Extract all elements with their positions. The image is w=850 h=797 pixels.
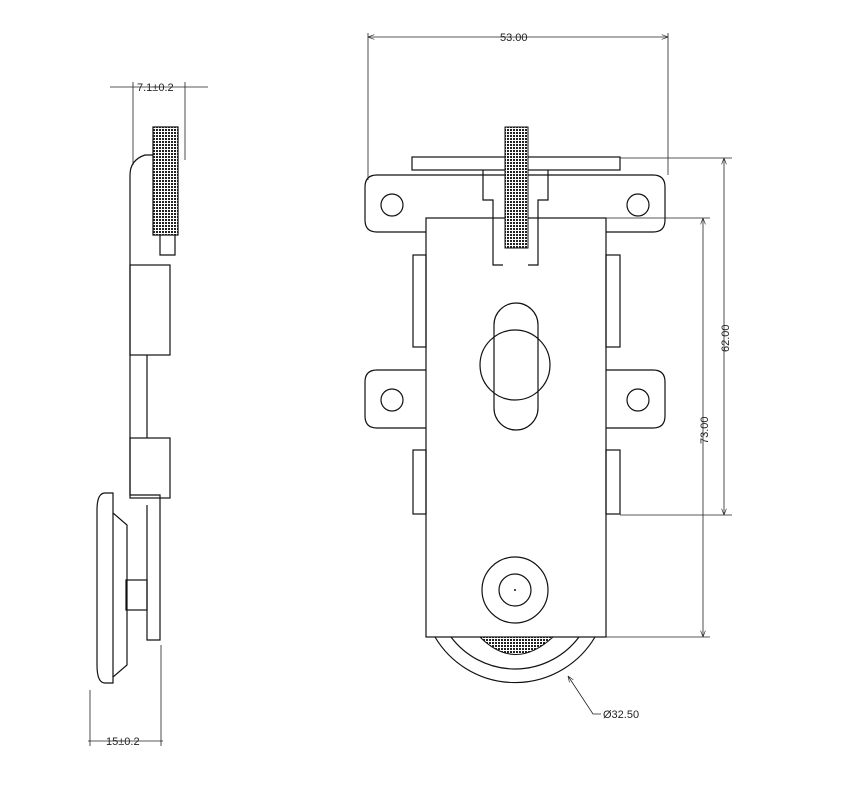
axle bbox=[125, 579, 148, 611]
mounting-hole bbox=[380, 388, 404, 412]
wheel-inner-arc bbox=[450, 636, 580, 670]
plate-side bbox=[129, 175, 161, 641]
front-view bbox=[364, 33, 732, 715]
dim-label-wheel-diameter: Ø32.50 bbox=[603, 709, 639, 721]
ear-right bbox=[606, 369, 666, 429]
leader-line-diameter bbox=[568, 676, 601, 715]
ear-left bbox=[364, 369, 426, 429]
mounting-hole bbox=[626, 193, 650, 217]
mounting-hole bbox=[380, 193, 404, 217]
dim-label-top-thickness: 7.1±0.2 bbox=[137, 82, 174, 94]
mounting-plate-top bbox=[364, 174, 666, 233]
adjuster-bracket bbox=[482, 170, 549, 266]
bolt-thread bbox=[152, 126, 179, 236]
side-tab bbox=[412, 449, 427, 515]
wheel-center bbox=[514, 589, 516, 591]
wheel-side bbox=[96, 492, 128, 684]
adjustment-slot bbox=[493, 302, 539, 431]
side-tab bbox=[605, 449, 621, 515]
side-tab bbox=[605, 254, 621, 348]
bracket-top bbox=[129, 154, 176, 256]
adjustment-boss bbox=[479, 329, 551, 401]
dim-label-height-upper: 62.00 bbox=[720, 324, 732, 352]
side-view bbox=[88, 82, 208, 746]
dim-label-width: 53.00 bbox=[500, 32, 528, 44]
wheel-hub-outer bbox=[481, 556, 549, 624]
wheel-hub-inner bbox=[498, 573, 532, 607]
wheel-outer-arc bbox=[434, 636, 596, 684]
dim-label-height-total: 73.00 bbox=[699, 416, 711, 444]
dim-label-wheel-thickness: 15±0.2 bbox=[106, 736, 140, 748]
wheel-tread bbox=[478, 636, 555, 655]
side-tab-upper bbox=[129, 264, 171, 356]
mounting-hole bbox=[626, 388, 650, 412]
adjusting-screw bbox=[504, 126, 529, 249]
side-tab bbox=[412, 254, 427, 348]
side-tab-lower bbox=[129, 437, 171, 499]
